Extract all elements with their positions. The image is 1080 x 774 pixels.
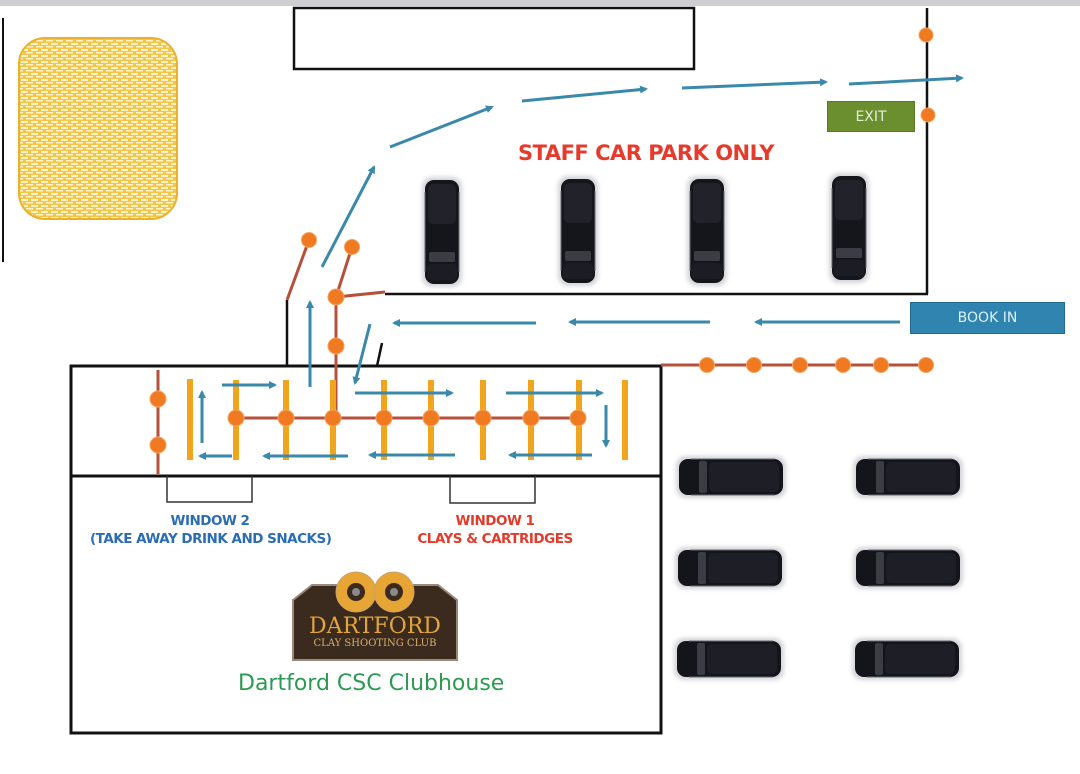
visitor-car <box>674 638 784 680</box>
window-2-title: WINDOW 2 <box>170 513 250 529</box>
staff-car-park-cars <box>422 173 869 287</box>
window-1-hatch <box>449 476 536 504</box>
visitor-car <box>852 638 962 680</box>
top-building <box>292 6 696 71</box>
club-logo <box>292 571 458 661</box>
entrance-rope-left <box>285 239 311 301</box>
window-1-label: WINDOW 1 CLAYS & CARTRIDGES <box>410 512 580 548</box>
barrier-posts <box>149 27 936 454</box>
visitor-car <box>853 547 963 589</box>
visitor-car <box>676 456 786 498</box>
entrance-rope-right <box>333 246 386 299</box>
entrance-gate <box>375 342 384 367</box>
window-2-label: WINDOW 2 (TAKE AWAY DRINK AND SNACKS) <box>90 512 332 548</box>
staff-car <box>687 176 727 286</box>
flow-arrows <box>198 74 964 460</box>
window-top-bar <box>0 0 1080 6</box>
exit-sign: EXIT <box>827 101 915 132</box>
visitor-car <box>675 547 785 589</box>
logo-name: DARTFORD <box>309 614 441 639</box>
staff-car <box>558 176 598 286</box>
window-1-title: WINDOW 1 <box>455 513 535 529</box>
visitor-car <box>853 456 963 498</box>
hedge-area <box>18 37 178 220</box>
logo-subtitle: CLAY SHOOTING CLUB <box>313 638 437 649</box>
visitor-car-park-cars <box>674 456 963 680</box>
staff-car <box>422 177 462 287</box>
clubhouse-building <box>69 364 663 735</box>
staff-car <box>829 173 869 283</box>
window-2-hatch <box>166 476 253 503</box>
window-1-subtitle: CLAYS & CARTRIDGES <box>417 531 573 547</box>
clubhouse-label: Dartford CSC Clubhouse <box>238 671 505 696</box>
window-2-subtitle: (TAKE AWAY DRINK AND SNACKS) <box>90 531 332 547</box>
book-in-sign: BOOK IN <box>910 302 1065 334</box>
staff-car-park-label: STAFF CAR PARK ONLY <box>518 141 774 165</box>
